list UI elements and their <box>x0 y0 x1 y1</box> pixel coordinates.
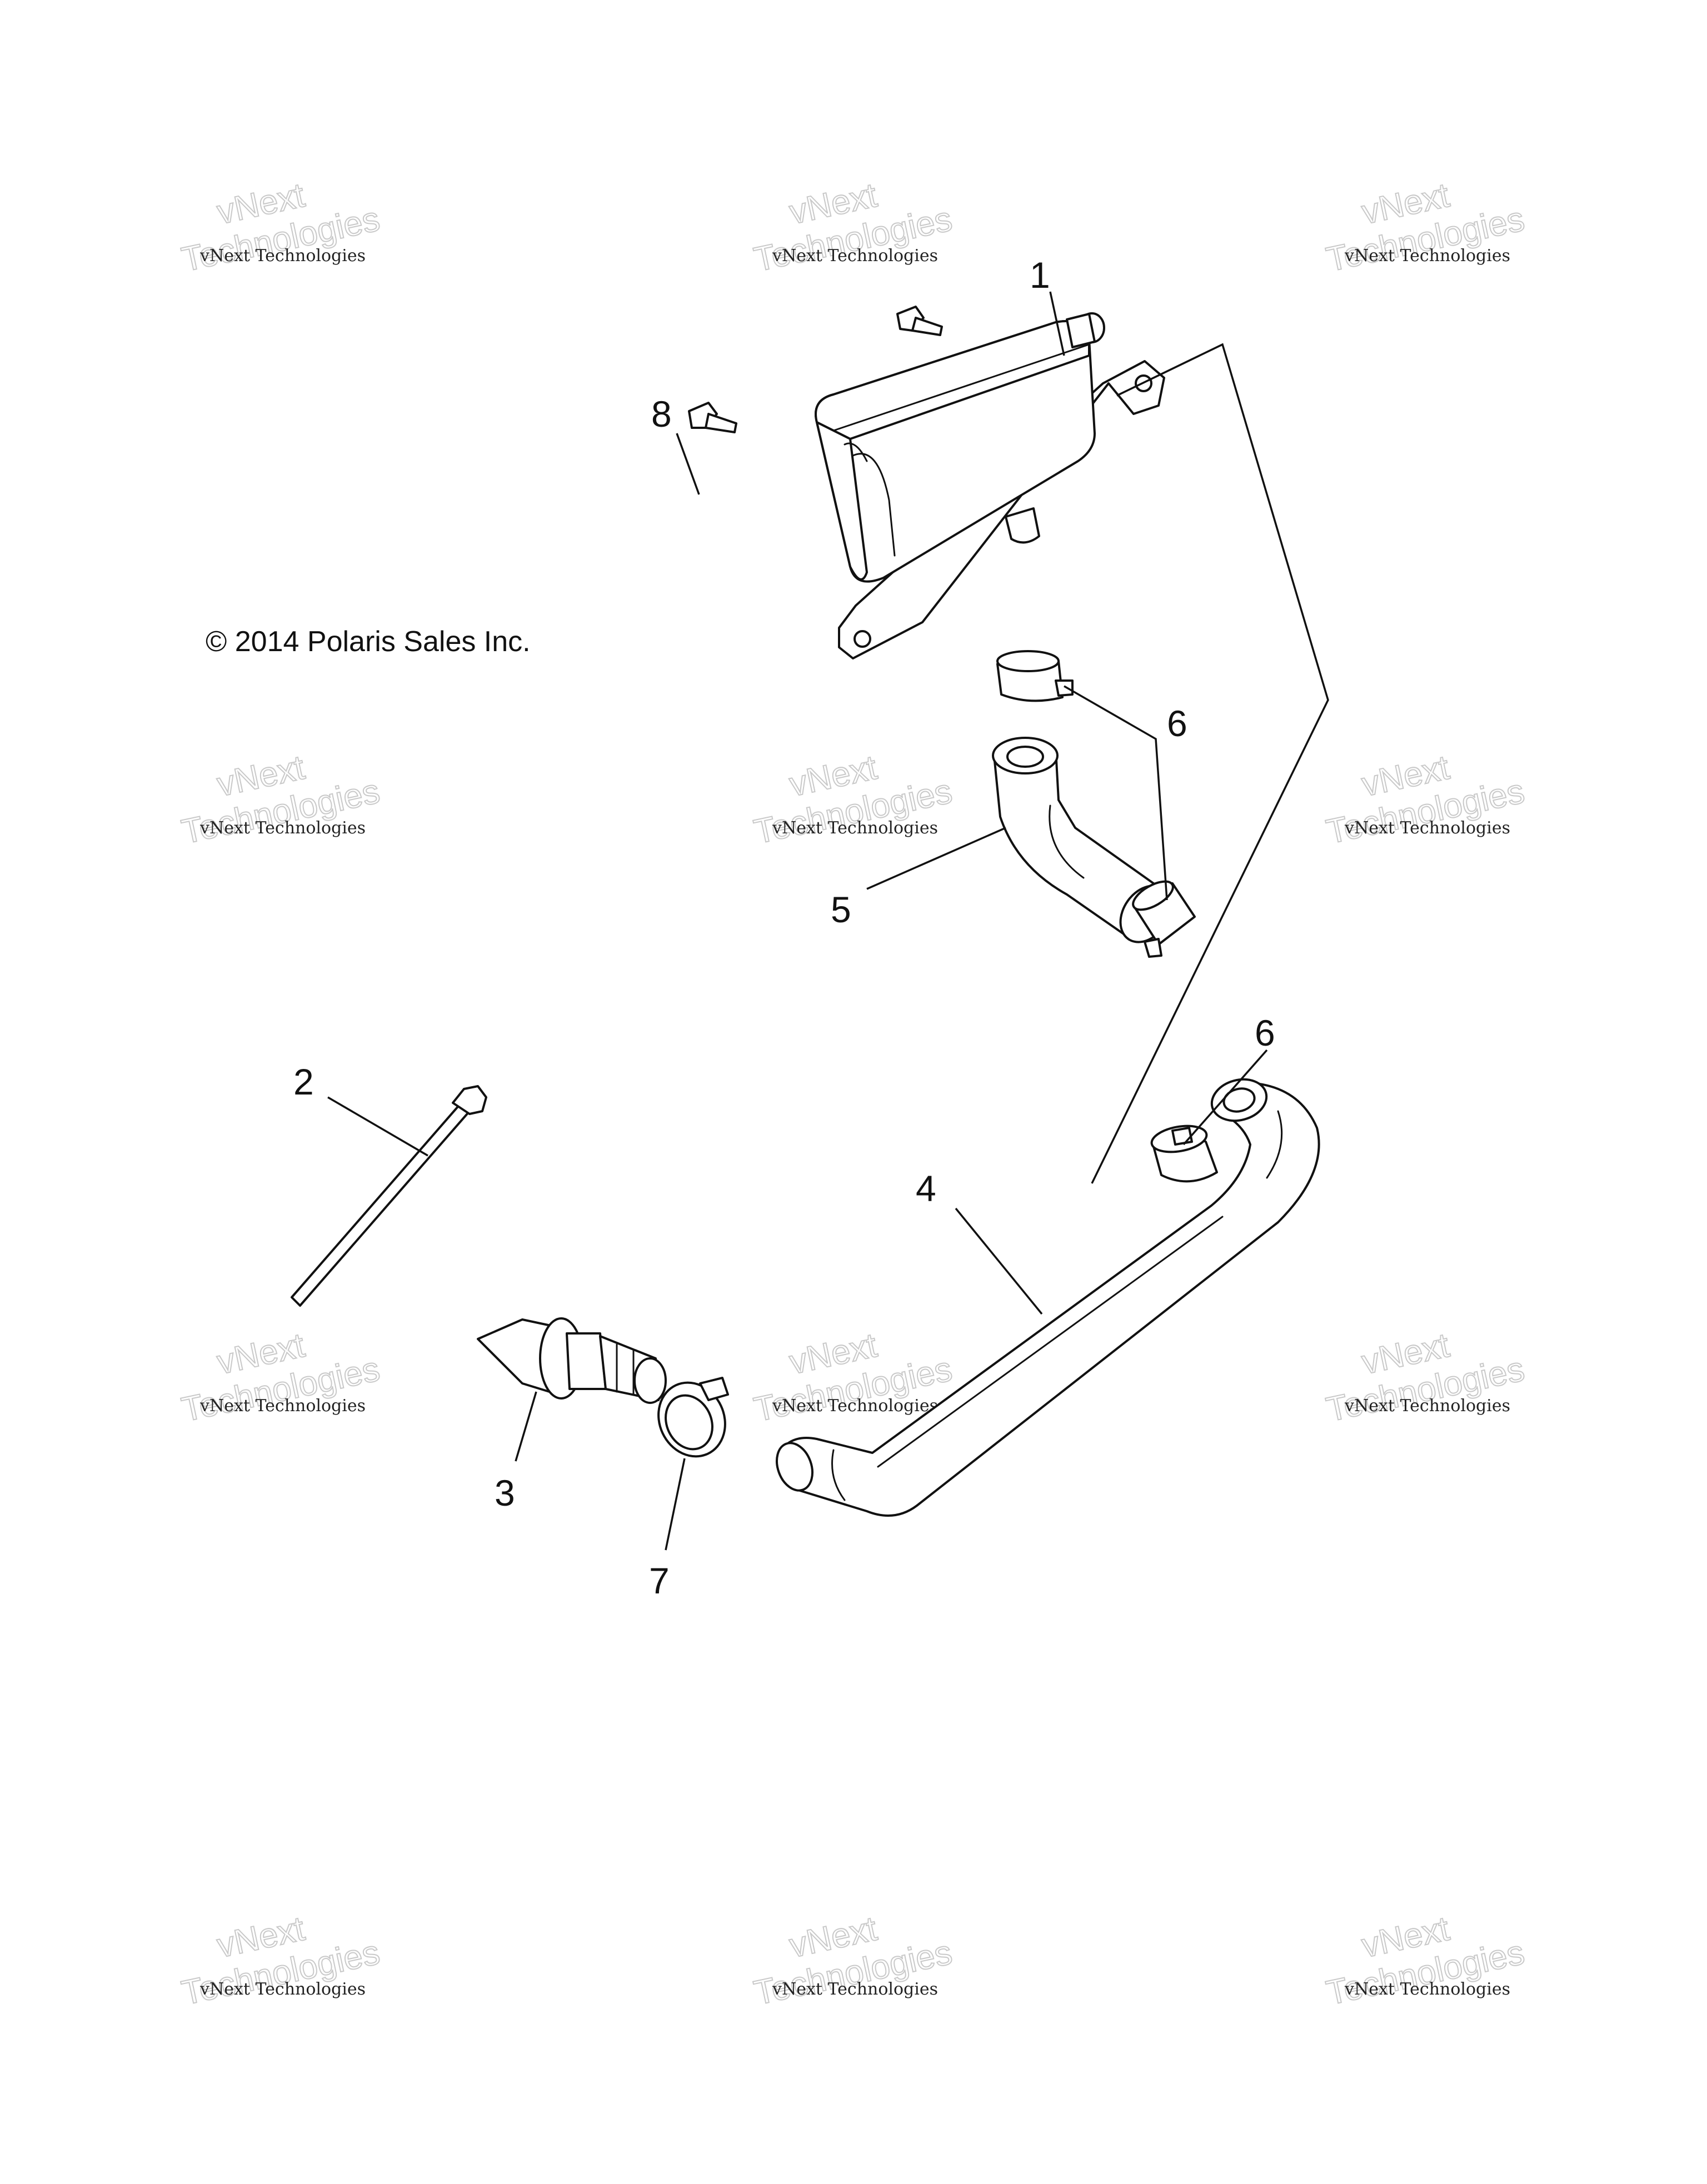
svg-text:vNext Technologies: vNext Technologies <box>1344 1396 1510 1416</box>
screw-icon <box>688 402 737 433</box>
callout-5: 5 <box>831 889 851 930</box>
hose-clamp-icon <box>996 650 1074 702</box>
watermark: vNext Technologies vNext Technologies <box>178 1909 383 2013</box>
svg-text:vNext Technologies: vNext Technologies <box>772 1396 938 1416</box>
watermark: vNext Technologies vNext Technologies <box>178 748 383 852</box>
callout-7: 7 <box>649 1560 670 1601</box>
callout-6-top: 6 <box>1167 703 1187 744</box>
svg-text:vNext Technologies: vNext Technologies <box>199 246 366 266</box>
callout-3: 3 <box>495 1472 515 1513</box>
screw-icon <box>896 306 943 336</box>
hose-clamp-icon <box>1150 1125 1218 1183</box>
svg-text:vNext Technologies: vNext Technologies <box>1344 1980 1510 1999</box>
coolant-reservoir-icon <box>815 312 1165 659</box>
hose-fitting-icon <box>477 1317 667 1404</box>
svg-text:vNext Technologies: vNext Technologies <box>772 1980 938 1999</box>
watermark: vNext Technologies vNext Technologies <box>750 748 956 852</box>
leader-lines <box>327 291 1329 1551</box>
hose-clamp-icon <box>1132 880 1196 958</box>
callout-1: 1 <box>1030 254 1050 296</box>
watermark: vNext Technologies vNext Technologies <box>1322 748 1528 852</box>
watermark: vNext Technologies vNext Technologies <box>178 1326 383 1430</box>
callout-6-mid: 6 <box>1255 1012 1275 1053</box>
svg-text:vNext Technologies: vNext Technologies <box>772 246 938 266</box>
hose-clamp-icon <box>657 1377 729 1458</box>
callout-2: 2 <box>293 1061 314 1102</box>
watermark: vNext Technologies vNext Technologies <box>750 1909 956 2013</box>
copyright-text: © 2014 Polaris Sales Inc. <box>206 626 531 658</box>
watermark: vNext Technologies vNext Technologies <box>1322 1909 1528 2013</box>
callout-4: 4 <box>916 1168 936 1209</box>
callout-labels: 1 8 6 5 6 4 2 3 7 <box>293 254 1275 1601</box>
svg-text:vNext Technologies: vNext Technologies <box>199 1980 366 1999</box>
svg-text:vNext Technologies: vNext Technologies <box>1344 818 1510 838</box>
watermark: vNext Technologies vNext Technologies <box>750 176 956 280</box>
svg-text:vNext Technologies: vNext Technologies <box>1344 246 1510 266</box>
watermark: vNext Technologies vNext Technologies <box>178 176 383 280</box>
svg-text:vNext Technologies: vNext Technologies <box>199 818 366 838</box>
callout-8: 8 <box>651 393 672 434</box>
cable-tie-icon <box>291 1085 487 1307</box>
watermark: vNext Technologies vNext Technologies <box>1322 1326 1528 1430</box>
svg-text:vNext Technologies: vNext Technologies <box>199 1396 366 1416</box>
long-hose-icon <box>776 1078 1320 1517</box>
svg-text:vNext Technologies: vNext Technologies <box>772 818 938 838</box>
watermark: vNext Technologies vNext Technologies <box>1322 176 1528 280</box>
